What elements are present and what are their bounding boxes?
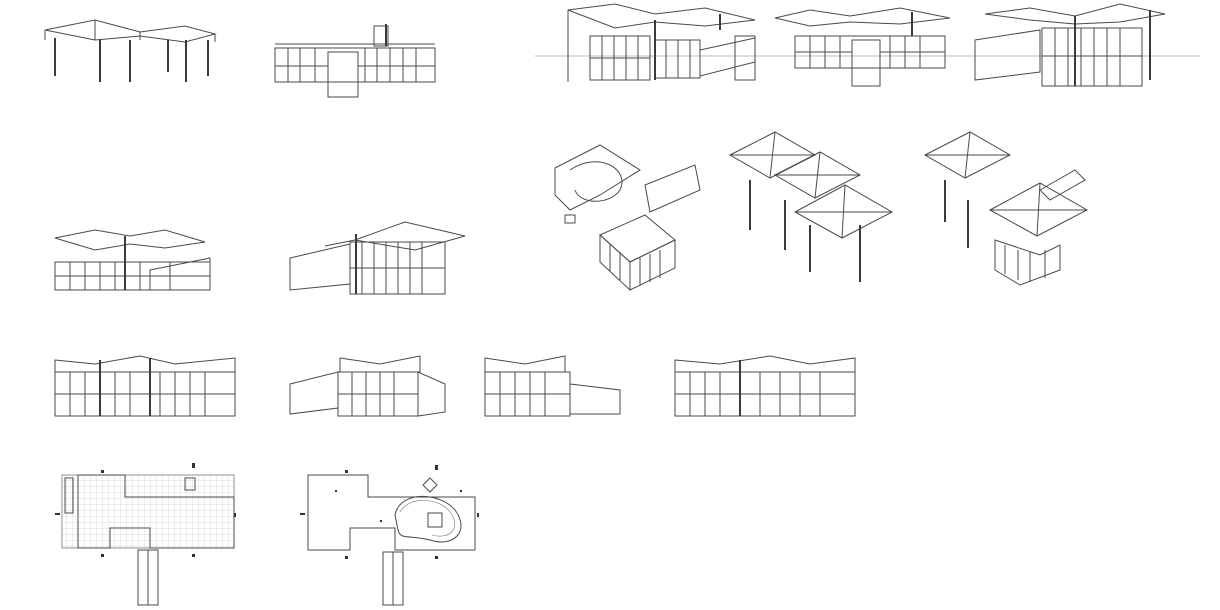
perspective-view-4 bbox=[54, 229, 211, 291]
perspective-view-3 bbox=[974, 3, 1166, 87]
perspective-view-5 bbox=[289, 221, 466, 295]
elevation-west bbox=[484, 355, 621, 417]
plan-ground-floor bbox=[55, 463, 236, 606]
plan-upper-floor bbox=[300, 465, 479, 606]
axonometric-roof-umbrellas bbox=[728, 131, 894, 282]
elevation-south bbox=[674, 355, 856, 417]
elevation-north bbox=[54, 355, 236, 417]
elevation-east bbox=[289, 355, 446, 417]
elevation-entrance-front bbox=[274, 24, 436, 98]
axonometric-pavilion bbox=[554, 144, 701, 292]
axonometric-full bbox=[923, 131, 1089, 286]
perspective-view-1 bbox=[567, 3, 756, 82]
elevation-roof-structure bbox=[44, 19, 217, 82]
perspective-view-2 bbox=[774, 7, 951, 87]
